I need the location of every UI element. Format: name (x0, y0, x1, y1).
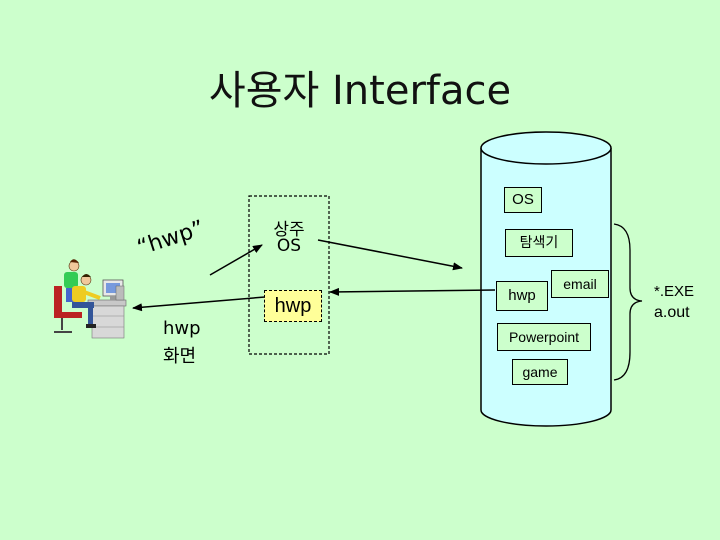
disk-hwp-box: hwp (496, 281, 548, 311)
arrow-resident-to-disk (317, 239, 463, 271)
resident-memory-box (248, 195, 330, 355)
arrow-user-to-resident (209, 244, 263, 276)
hwp-screen-label-line2: 화면 (163, 346, 197, 367)
arrow-memory-to-screen (132, 296, 266, 312)
computer-user-clipart-icon (54, 259, 127, 339)
arrow-disk-to-memory (329, 287, 496, 296)
disk-powerpoint-box: Powerpoint (497, 323, 591, 351)
disk-game-box: game (512, 359, 568, 385)
disk-email-box: email (551, 270, 609, 298)
disk-os-box: OS (504, 187, 542, 213)
page-title: 사용자 Interface (208, 68, 512, 114)
hwp-screen-label-line1: hwp (163, 318, 201, 339)
disk-explorer-box: 탐색기 (505, 229, 573, 257)
resident-os-line2: OS (276, 236, 302, 256)
aout-file-label: a.out (654, 304, 690, 321)
exe-file-label: *.EXE (654, 283, 695, 300)
curly-brace (613, 223, 643, 381)
resident-os-line1: 상주 (273, 220, 305, 240)
memory-hwp-box: hwp (264, 290, 322, 322)
